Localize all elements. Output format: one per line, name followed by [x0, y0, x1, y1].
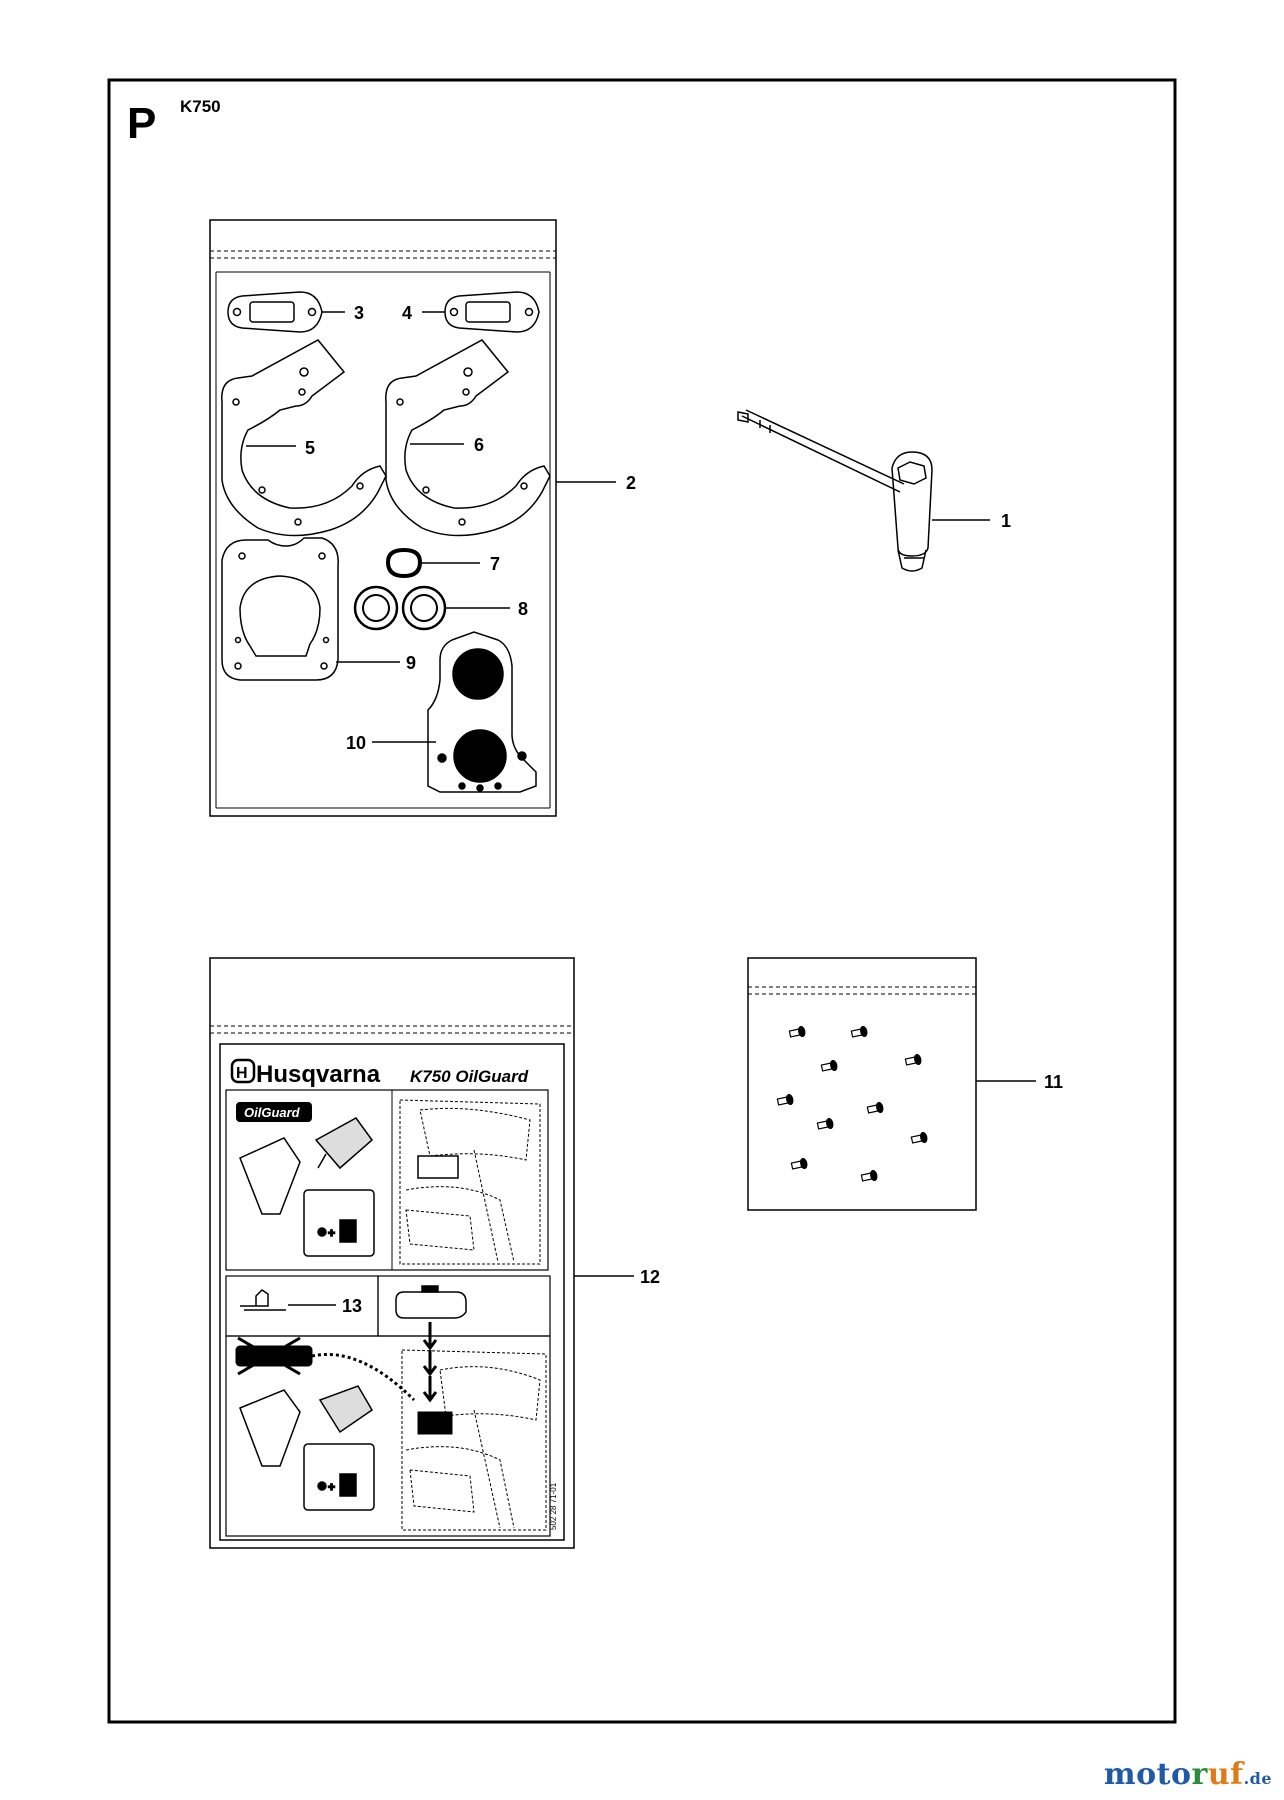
- fuel-mix-pictogram-bottom: +: [239, 1385, 375, 1511]
- fuel-mix-pictogram-top: +: [239, 1117, 375, 1257]
- callout-10: 10: [346, 733, 366, 753]
- watermark-logo: motoruf.de: [1103, 1757, 1272, 1792]
- screws-11: [776, 1025, 928, 1182]
- screw-bag: [747, 957, 1036, 1211]
- machine-outline-bottom: [401, 1349, 547, 1531]
- cylinder-gasket-9: [221, 537, 400, 681]
- callout-12: 12: [640, 1267, 660, 1287]
- oil-cap-insert: [395, 1285, 467, 1403]
- decal-part-code: 502 28 71-01: [549, 1482, 558, 1530]
- oilguard-decal-bag: [209, 957, 575, 1549]
- decal-product-title: K750 OilGuard: [410, 1067, 529, 1086]
- svg-text:OilGuard: OilGuard: [244, 1105, 301, 1120]
- svg-text:+: +: [328, 1480, 335, 1494]
- svg-text:H: H: [236, 1065, 248, 1082]
- model-label: K750: [180, 97, 221, 116]
- combination-wrench-1: [737, 409, 990, 572]
- callout-5: 5: [305, 438, 315, 458]
- oil-clip-13: [240, 1289, 336, 1311]
- husqvarna-logo: H Husqvarna: [230, 1058, 381, 1088]
- section-letter: P: [127, 99, 156, 148]
- brand-text: Husqvarna: [256, 1061, 381, 1088]
- o-ring-7: [385, 547, 480, 579]
- oilguard-badge: OilGuard: [236, 1102, 312, 1122]
- callout-9: 9: [406, 653, 416, 673]
- callout-11: 11: [1044, 1072, 1063, 1092]
- callout-8: 8: [518, 599, 528, 619]
- callout-4: 4: [402, 303, 412, 323]
- crankcase-gasket-5: [221, 339, 387, 537]
- seals-8: [353, 585, 510, 631]
- machine-outline-top: [399, 1099, 541, 1265]
- gasket-kit-bag: [209, 219, 557, 817]
- callout-3: 3: [354, 303, 364, 323]
- exhaust-gasket-4: [422, 291, 540, 333]
- callout-13: 13: [342, 1296, 362, 1316]
- callout-6: 6: [474, 435, 484, 455]
- old-oilguard-crossed-icon: [235, 1336, 416, 1402]
- callout-1: 1: [1001, 511, 1011, 531]
- gasket-plate-10: [372, 631, 537, 793]
- svg-text:+: +: [328, 1226, 335, 1240]
- exhaust-gasket-3: [227, 291, 345, 333]
- callout-2: 2: [626, 473, 636, 493]
- crankcase-gasket-6: [385, 339, 551, 537]
- page-frame: [107, 78, 1177, 1724]
- callout-7: 7: [490, 554, 500, 574]
